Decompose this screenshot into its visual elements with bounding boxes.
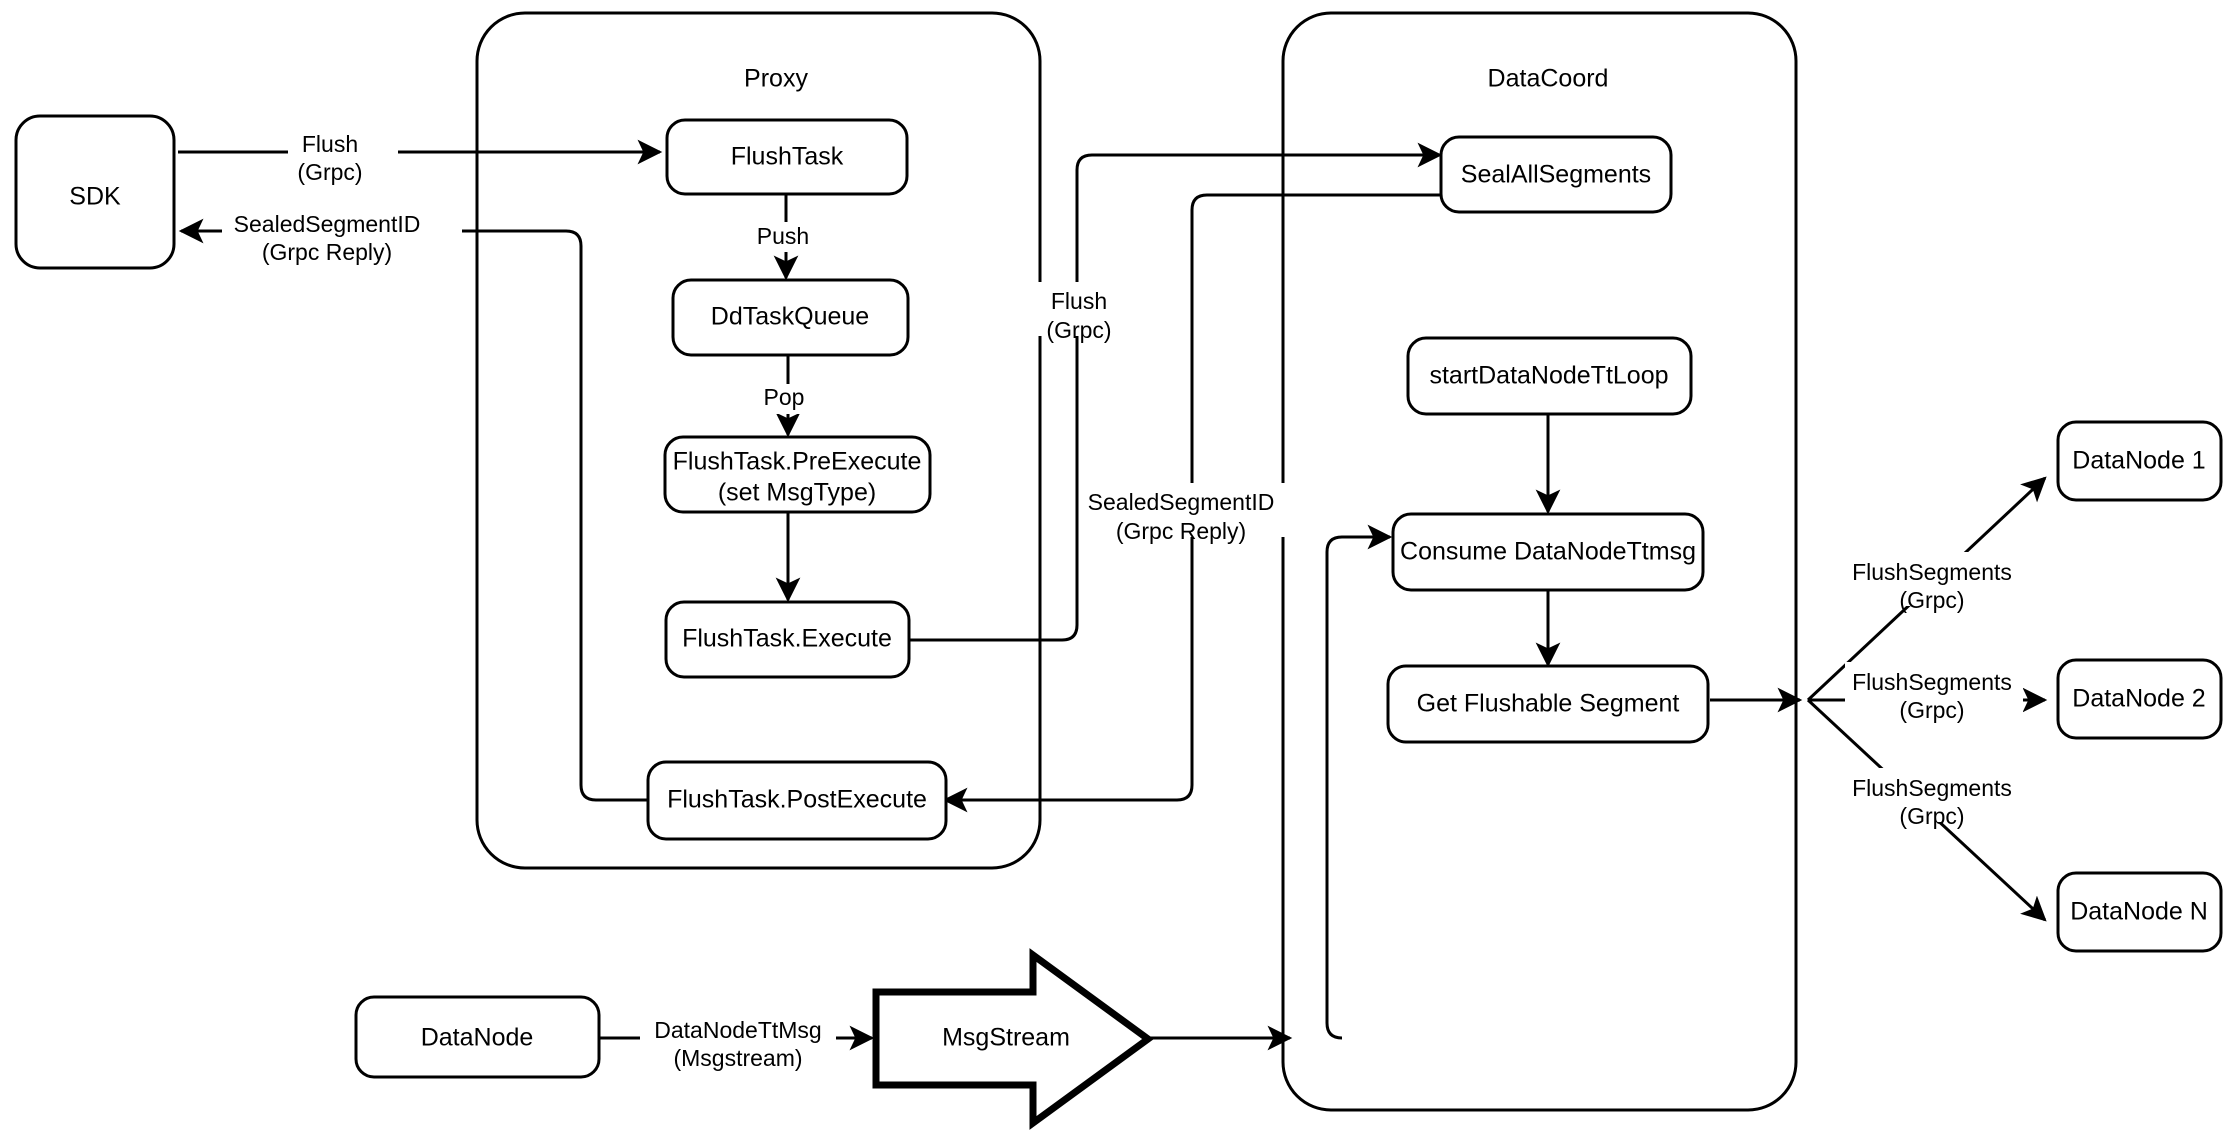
flushsegments-1-line2: (Grpc) xyxy=(1899,587,1964,613)
node-datanode-1[interactable]: DataNode 1 xyxy=(2056,420,2223,502)
push-label: Push xyxy=(757,223,809,249)
label-sealedsegmentid-sdk: SealedSegmentID (Grpc Reply) xyxy=(222,206,462,265)
postexecute-box[interactable] xyxy=(646,760,948,841)
datanode-1-box[interactable] xyxy=(2056,420,2223,502)
sealedsegmentid-coord-line2: (Grpc Reply) xyxy=(1116,518,1246,544)
node-sealallsegments[interactable]: SealAllSegments xyxy=(1439,135,1673,214)
startdatanodettloop-label: startDataNodeTtLoop xyxy=(1429,362,1668,390)
consume-datanodettmsg-label: Consume DataNodeTtmsg xyxy=(1400,538,1696,566)
preexecute-label-line2: (set MsgType) xyxy=(718,479,876,507)
sealedsegmentid-sdk-line1: SealedSegmentID xyxy=(234,211,421,237)
flushtask-label: FlushTask xyxy=(731,143,844,171)
node-get-flushable-segment[interactable]: Get Flushable Segment xyxy=(1386,664,1710,744)
node-flushtask[interactable]: FlushTask xyxy=(665,118,909,196)
node-sdk[interactable]: SDK xyxy=(14,114,176,270)
label-push: Push xyxy=(744,222,814,252)
node-ddtaskqueue[interactable]: DdTaskQueue xyxy=(671,278,910,357)
label-flush-grpc-sdk: Flush (Grpc) xyxy=(288,128,398,185)
execute-box[interactable] xyxy=(664,600,911,679)
node-datanode-n[interactable]: DataNode N xyxy=(2056,871,2223,953)
label-bg-pop xyxy=(752,384,814,414)
node-consume-datanodettmsg[interactable]: Consume DataNodeTtmsg xyxy=(1391,512,1705,592)
datanode-bottom-label: DataNode xyxy=(421,1024,534,1052)
flushsegments-n-line1: FlushSegments xyxy=(1852,775,2012,801)
label-bg-flushsegments-1 xyxy=(1845,552,2023,606)
flushtask-box[interactable] xyxy=(665,118,909,196)
sdk-box[interactable] xyxy=(14,114,176,270)
label-flush-grpc-coord: Flush (Grpc) xyxy=(1028,282,1130,343)
consume-datanodettmsg-box[interactable] xyxy=(1391,512,1705,592)
label-flushsegments-n: FlushSegments (Grpc) xyxy=(1845,768,2023,829)
ddtaskqueue-label: DdTaskQueue xyxy=(711,303,869,331)
node-startdatanodettloop[interactable]: startDataNodeTtLoop xyxy=(1406,336,1693,416)
label-bg-push xyxy=(744,222,814,252)
sealedsegmentid-coord-line1: SealedSegmentID xyxy=(1088,489,1275,515)
label-bg-flush-grpc-sdk xyxy=(288,128,398,180)
datacoord-container-label: DataCoord xyxy=(1488,65,1609,93)
flushsegments-n-line2: (Grpc) xyxy=(1899,803,1964,829)
label-flushsegments-1: FlushSegments (Grpc) xyxy=(1845,552,2023,613)
startdatanodettloop-box[interactable] xyxy=(1406,336,1693,416)
flushsegments-1-line1: FlushSegments xyxy=(1852,559,2012,585)
proxy-container-outline xyxy=(475,11,1042,870)
label-bg-flushsegments-n xyxy=(1845,768,2023,822)
label-bg-sealedsegmentid-coord xyxy=(1090,483,1290,537)
msgstream-arrow-shape[interactable] xyxy=(872,948,1154,1130)
proxy-container-label: Proxy xyxy=(744,65,808,93)
datacoord-container-outline xyxy=(1281,11,1798,1112)
label-flushsegments-2: FlushSegments (Grpc) xyxy=(1845,662,2023,723)
edge-msgstream-to-consume xyxy=(1325,524,1393,1040)
datanodettmsg-line1: DataNodeTtMsg xyxy=(654,1017,821,1043)
datanodettmsg-line2: (Msgstream) xyxy=(673,1045,802,1071)
datanode-n-label: DataNode N xyxy=(2070,898,2208,926)
datanode-2-label: DataNode 2 xyxy=(2072,685,2205,713)
flush-grpc-sdk-line2: (Grpc) xyxy=(297,159,362,185)
edge-execute-to-sealallsegments xyxy=(908,142,1443,642)
pop-label: Pop xyxy=(764,384,805,410)
label-bg-sealedsegmentid-sdk xyxy=(222,206,462,258)
sealallsegments-label: SealAllSegments xyxy=(1461,161,1651,189)
execute-label: FlushTask.Execute xyxy=(682,625,892,653)
datanode-bottom-box[interactable] xyxy=(354,995,601,1079)
label-bg-flush-grpc-coord xyxy=(1028,282,1130,336)
flush-grpc-coord-line2: (Grpc) xyxy=(1046,317,1111,343)
postexecute-label: FlushTask.PostExecute xyxy=(667,786,927,814)
preexecute-box[interactable] xyxy=(663,435,932,514)
flushsegments-2-line1: FlushSegments xyxy=(1852,669,2012,695)
container-proxy: Proxy xyxy=(475,11,1042,870)
node-msgstream[interactable]: MsgStream xyxy=(872,948,1154,1130)
label-pop: Pop xyxy=(752,384,814,414)
sdk-label: SDK xyxy=(69,183,121,211)
sealallsegments-box[interactable] xyxy=(1439,135,1673,214)
label-bg-flushsegments-2 xyxy=(1845,662,2023,716)
preexecute-label-line1: FlushTask.PreExecute xyxy=(673,448,922,476)
label-bg-datanodettmsg xyxy=(640,1012,836,1066)
node-preexecute[interactable]: FlushTask.PreExecute (set MsgType) xyxy=(663,435,932,514)
flush-grpc-coord-line1: Flush xyxy=(1051,288,1107,314)
label-sealedsegmentid-coord: SealedSegmentID (Grpc Reply) xyxy=(1088,483,1290,544)
msgstream-label: MsgStream xyxy=(942,1024,1070,1052)
get-flushable-segment-label: Get Flushable Segment xyxy=(1417,690,1680,718)
get-flushable-segment-box[interactable] xyxy=(1386,664,1710,744)
sealedsegmentid-sdk-line2: (Grpc Reply) xyxy=(262,239,392,265)
datanode-n-box[interactable] xyxy=(2056,871,2223,953)
node-datanode-2[interactable]: DataNode 2 xyxy=(2056,658,2223,740)
container-datacoord: DataCoord xyxy=(1281,11,1798,1112)
ddtaskqueue-box[interactable] xyxy=(671,278,910,357)
node-datanode-bottom[interactable]: DataNode xyxy=(354,995,601,1079)
flushsegments-2-line2: (Grpc) xyxy=(1899,697,1964,723)
edge-postexecute-to-sdk xyxy=(178,218,650,802)
datanode-1-label: DataNode 1 xyxy=(2072,447,2205,475)
label-datanodettmsg: DataNodeTtMsg (Msgstream) xyxy=(640,1012,836,1071)
flush-grpc-sdk-line1: Flush xyxy=(302,131,358,157)
node-postexecute[interactable]: FlushTask.PostExecute xyxy=(646,760,948,841)
datanode-2-box[interactable] xyxy=(2056,658,2223,740)
node-execute[interactable]: FlushTask.Execute xyxy=(664,600,911,679)
